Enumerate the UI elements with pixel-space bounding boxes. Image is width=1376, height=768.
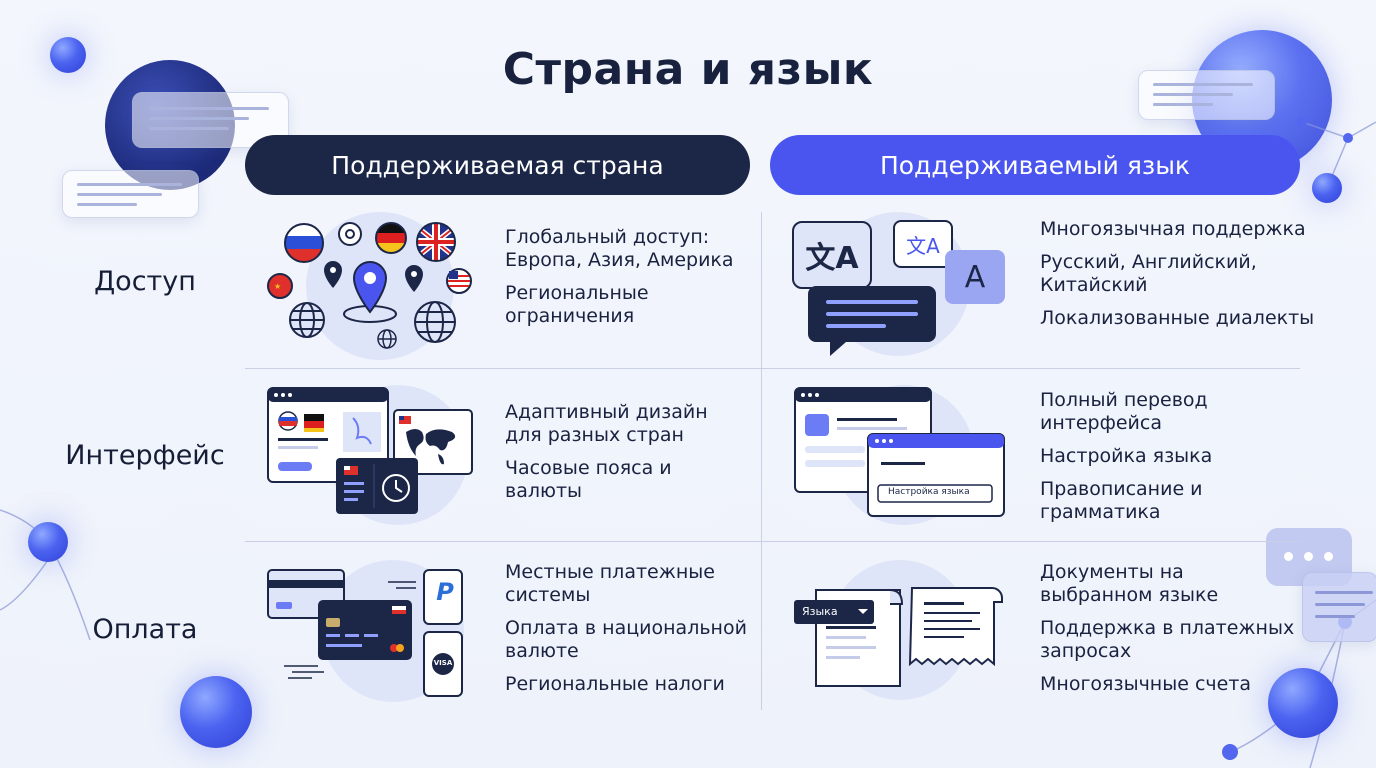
cell-text: Русский, Английский, Китайский bbox=[1040, 251, 1257, 296]
column-divider bbox=[761, 212, 762, 710]
cell-text: Глобальный доступ: Европа, Азия, Америка bbox=[505, 226, 734, 271]
cell-text: Оплата в национальной валюте bbox=[505, 617, 747, 662]
decor-orb bbox=[1312, 173, 1342, 203]
decor-orb bbox=[180, 676, 252, 748]
bank-card-icon bbox=[318, 600, 412, 660]
row-label-access: Доступ bbox=[94, 266, 196, 297]
translate-icon: 文A bbox=[792, 221, 872, 289]
map-pin-icon bbox=[324, 261, 342, 288]
language-dropdown-icon bbox=[794, 600, 874, 624]
column-header-label: Поддерживаемый язык bbox=[879, 150, 1191, 180]
language-settings-field: Настройка языка bbox=[888, 487, 970, 497]
visa-phone-icon bbox=[423, 631, 463, 697]
cell-access-country: Глобальный доступ: Европа, Азия, Америка… bbox=[505, 226, 735, 338]
globe-icon bbox=[377, 329, 397, 349]
interface-translation-illustration bbox=[794, 387, 1005, 517]
cell-text: Поддержка в платежных запросах bbox=[1040, 617, 1295, 662]
language-dropdown-label: Языка bbox=[802, 605, 838, 618]
svg-text:★: ★ bbox=[274, 282, 281, 291]
cell-text: Полный перевод интерфейса bbox=[1040, 389, 1208, 434]
paypal-logo: P bbox=[436, 578, 454, 606]
decor-chat-bubble bbox=[62, 170, 199, 218]
cell-interface-language: Полный перевод интерфейса Настройка язык… bbox=[1040, 389, 1260, 534]
cell-text: Местные платежные системы bbox=[505, 561, 715, 606]
cell-text: Документы на выбранном языке bbox=[1040, 561, 1219, 606]
translate-icon: 文A bbox=[893, 220, 953, 268]
cell-access-language: Многоязычная поддержка Русский, Английск… bbox=[1040, 218, 1320, 340]
column-header-country: Поддерживаемая страна bbox=[245, 135, 750, 195]
cell-interface-country: Адаптивный дизайн для разных стран Часов… bbox=[505, 401, 735, 513]
cell-text: Многоязычные счета bbox=[1040, 673, 1252, 695]
documents-illustration bbox=[794, 587, 1003, 687]
cell-payment-country: Местные платежные системы Оплата в нацио… bbox=[505, 561, 755, 706]
row-label-interface: Интерфейс bbox=[65, 440, 225, 471]
globe-icon bbox=[414, 301, 456, 343]
russia-flag-icon bbox=[284, 223, 324, 263]
cell-text: Многоязычная поддержка bbox=[1040, 218, 1306, 240]
payment-cards-illustration bbox=[267, 569, 463, 697]
column-header-language: Поддерживаемый язык bbox=[770, 135, 1300, 195]
letter-bubble-icon: A bbox=[945, 250, 1005, 304]
cell-text: Региональные ограничения bbox=[505, 282, 649, 327]
adaptive-design-illustration bbox=[267, 387, 473, 514]
cell-text: Часовые пояса и валюты bbox=[505, 457, 672, 502]
map-pin-icon bbox=[405, 265, 423, 292]
cell-payment-language: Документы на выбранном языке Поддержка в… bbox=[1040, 561, 1295, 706]
decor-orb bbox=[1268, 668, 1338, 738]
row-label-payment: Оплата bbox=[92, 614, 198, 645]
map-pin-icon bbox=[338, 222, 362, 246]
location-pin-icon bbox=[343, 261, 397, 323]
decor-chat-bubble bbox=[1138, 70, 1275, 120]
germany-flag-icon bbox=[375, 222, 407, 254]
translate-glyph: 文A bbox=[805, 241, 859, 276]
cell-text: Адаптивный дизайн для разных стран bbox=[505, 401, 708, 446]
decor-orb bbox=[50, 37, 86, 73]
cell-text: Региональные налоги bbox=[505, 673, 725, 695]
chat-bubble-icon bbox=[808, 286, 936, 356]
column-header-label: Поддерживаемая страна bbox=[331, 150, 664, 180]
china-flag-icon: ★ bbox=[267, 273, 293, 299]
decor-chat-bubble bbox=[1302, 572, 1376, 642]
letter-glyph: A bbox=[964, 259, 986, 295]
usa-flag-icon bbox=[446, 268, 472, 294]
page-title: Страна и язык bbox=[502, 44, 874, 95]
settings-dialog-icon bbox=[867, 433, 1005, 517]
clock-card-icon bbox=[336, 458, 418, 514]
flags-globe-illustration: ★ bbox=[267, 222, 472, 349]
cell-text: Настройка языка bbox=[1040, 445, 1213, 467]
row-divider bbox=[245, 368, 1300, 369]
receipt-icon bbox=[908, 587, 1003, 667]
cell-text: Локализованные диалекты bbox=[1040, 307, 1315, 329]
translate-glyph: 文A bbox=[906, 233, 940, 258]
decor-orb bbox=[28, 522, 68, 562]
row-divider bbox=[245, 541, 1300, 542]
paypal-phone-icon bbox=[423, 569, 463, 625]
cell-text: Правописание и грамматика bbox=[1040, 478, 1203, 523]
uk-flag-icon bbox=[416, 222, 456, 262]
globe-icon bbox=[289, 302, 325, 338]
visa-logo: VISA bbox=[433, 659, 453, 667]
